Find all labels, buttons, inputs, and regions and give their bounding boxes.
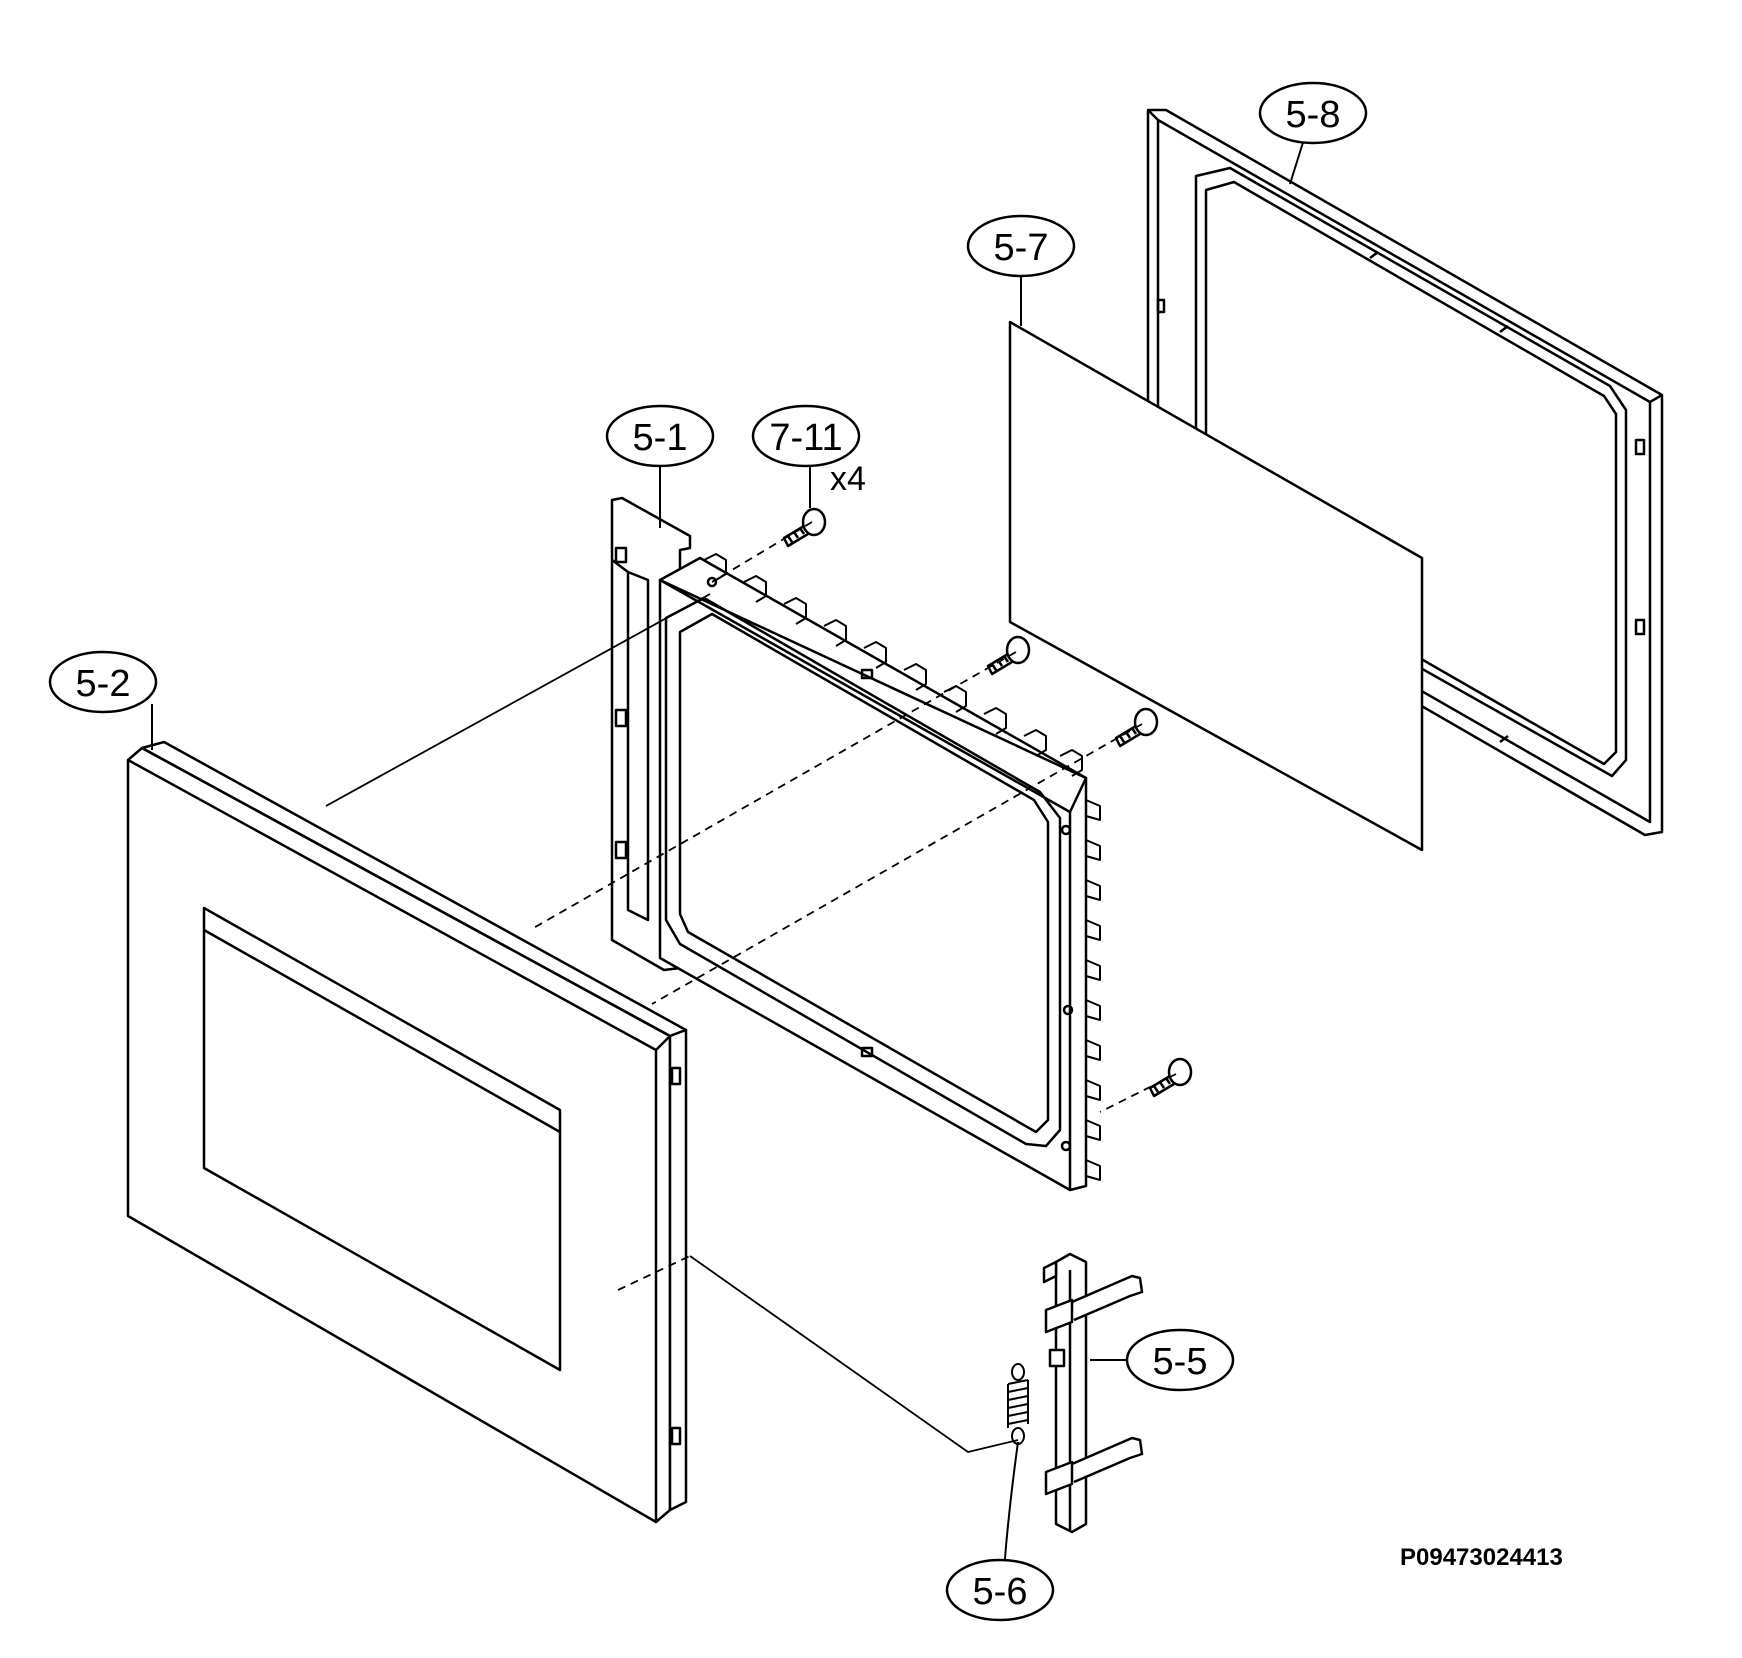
callout-7-11-label: 7-11 [769, 417, 842, 459]
choke-teeth-top [703, 553, 1083, 777]
part-5-5-latch [1042, 1252, 1144, 1534]
callout-5-6: 5-6 [945, 1558, 1055, 1622]
callout-5-1: 5-1 [605, 404, 715, 468]
assembly-guide-lines [325, 521, 1177, 1453]
callout-5-8: 5-8 [1258, 81, 1368, 145]
screw-1 [782, 507, 827, 548]
callout-5-1-label: 5-1 [633, 417, 688, 459]
part-5-8-door-frame [1146, 108, 1664, 837]
callout-5-2-label: 5-2 [76, 663, 131, 705]
screw-quantity-label: x4 [830, 460, 866, 498]
callout-5-5-label: 5-5 [1153, 1341, 1208, 1383]
drawing-number: P09473024413 [1400, 1544, 1563, 1571]
callout-5-7-label: 5-7 [994, 227, 1049, 269]
screw-3 [1114, 707, 1159, 748]
callout-5-2: 5-2 [48, 650, 158, 714]
part-5-6-spring [1007, 1363, 1029, 1445]
callout-5-7: 5-7 [966, 214, 1076, 278]
part-5-2-outer-door [126, 740, 688, 1524]
callout-7-11: 7-11 [751, 404, 861, 468]
choke-teeth-right [1085, 799, 1101, 1181]
screw-2 [986, 635, 1031, 676]
callout-5-5: 5-5 [1125, 1328, 1235, 1392]
part-7-11-screws [782, 507, 1193, 1098]
callout-5-8-label: 5-8 [1286, 94, 1341, 136]
callout-5-6-label: 5-6 [973, 1571, 1028, 1613]
part-5-7-glass-sheet [1008, 320, 1424, 852]
screw-4 [1148, 1057, 1193, 1098]
